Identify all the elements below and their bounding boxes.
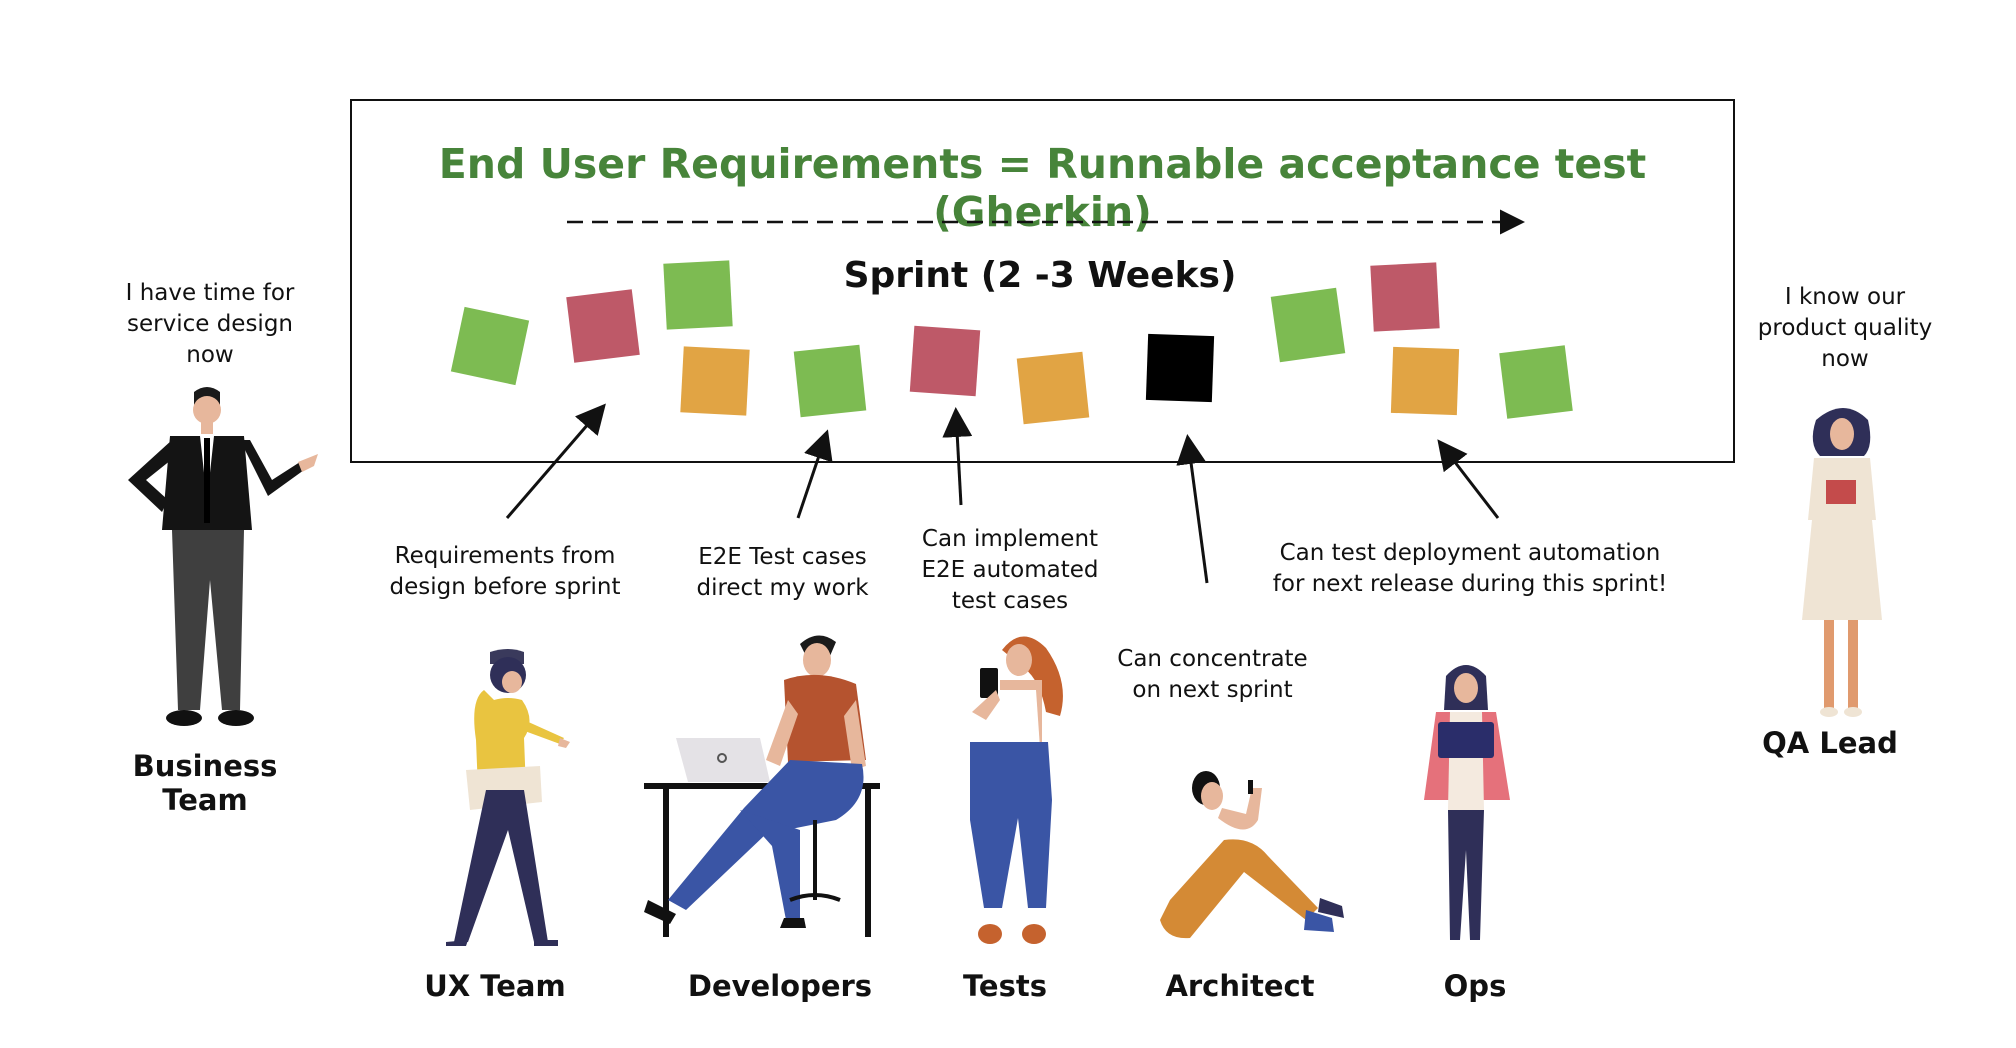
developer-person-illustration [644,635,880,937]
ops-note: Can test deployment automation for next … [1272,540,1668,597]
business-person-illustration [128,387,318,726]
dev-note: E2E Test cases direct my work [696,544,869,601]
tests-person-illustration [970,636,1063,944]
ux-person-illustration [446,649,570,946]
role-architect: Architect [1165,969,1315,1003]
ux-arrow [505,403,606,519]
ops-arrow [1437,439,1500,519]
sprint-label: Sprint (2 -3 Weeks) [843,255,1237,296]
qa-person-illustration [1802,408,1882,717]
role-business-team: Business Team [132,749,278,817]
architect-note: Can concentrate on next sprint [1117,646,1308,703]
dev-arrow [796,429,833,519]
ux-note: Requirements from design before sprint [389,543,621,600]
sprint-frame [350,99,1735,463]
diagram-title: End User Requirements = Runnable accepta… [438,140,1647,236]
architect-person-illustration [1160,771,1344,939]
tests-note: Can implement E2E automated test cases [921,526,1099,614]
tests-arrow [942,407,973,506]
architect-arrow [1176,434,1209,584]
role-qa-lead: QA Lead [1762,726,1898,760]
role-ux-team: UX Team [424,969,566,1003]
ops-person-illustration [1424,665,1510,940]
qa-speech: I know our product quality now [1757,284,1933,372]
role-developers: Developers [687,969,873,1003]
role-ops: Ops [1443,969,1507,1003]
business-speech: I have time for service design now [125,280,295,368]
role-tests: Tests [963,969,1047,1003]
